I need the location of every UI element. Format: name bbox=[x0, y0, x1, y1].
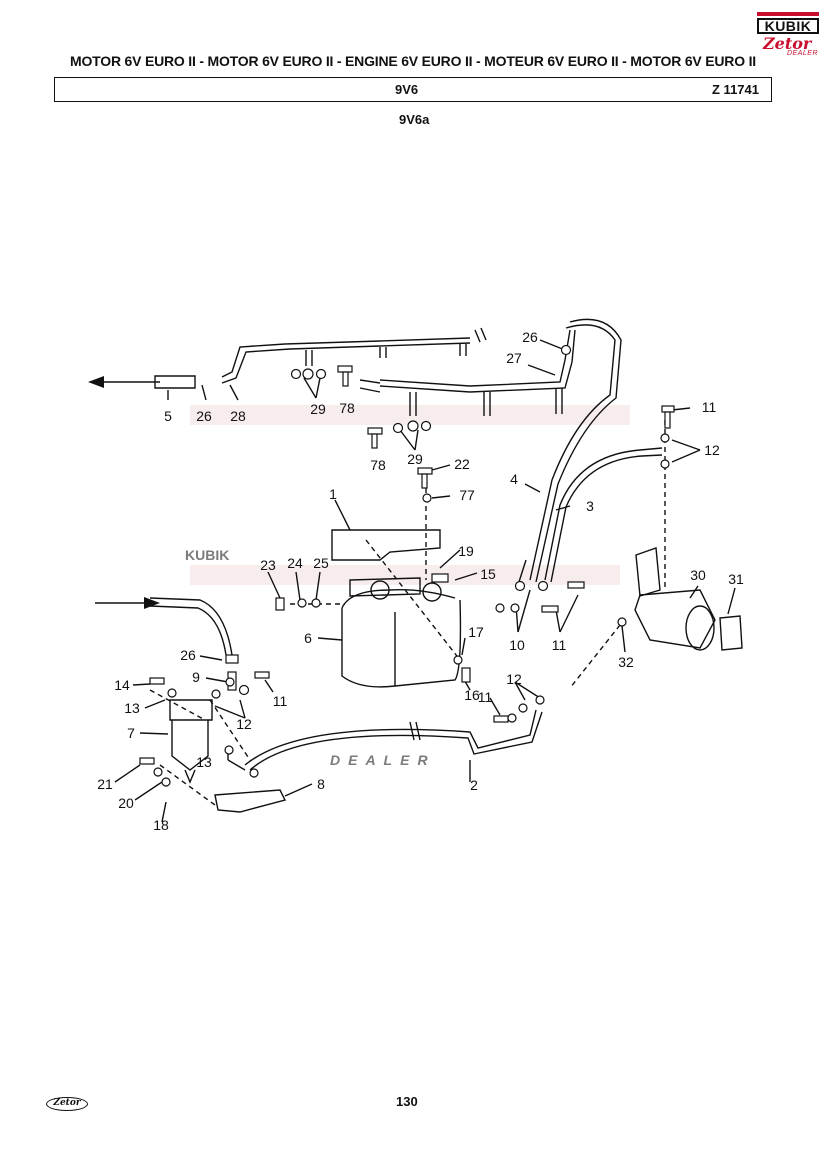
callout: 4 bbox=[510, 471, 518, 487]
callout: 77 bbox=[459, 487, 475, 503]
callout: 21 bbox=[97, 776, 113, 792]
callout: 11 bbox=[273, 693, 288, 709]
header-box bbox=[54, 77, 772, 102]
callout: 16 bbox=[464, 687, 480, 703]
callout: 30 bbox=[690, 567, 706, 583]
callout: 11 bbox=[552, 637, 567, 653]
callout: 29 bbox=[407, 451, 423, 467]
callout: 29 bbox=[310, 401, 326, 417]
callout: 7 bbox=[127, 725, 135, 741]
callout: 12 bbox=[704, 442, 720, 458]
variant-label: 9V6a bbox=[399, 112, 430, 127]
callout: 31 bbox=[728, 571, 744, 587]
callout: 20 bbox=[118, 795, 134, 811]
callout: 15 bbox=[480, 566, 496, 582]
drawing-number: Z 11741 bbox=[712, 82, 759, 97]
callout: 25 bbox=[313, 555, 329, 571]
footer-logo: Zetor bbox=[46, 1097, 88, 1111]
callout: 17 bbox=[468, 624, 484, 640]
callout: 22 bbox=[454, 456, 470, 472]
section-code: 9V6 bbox=[395, 82, 419, 97]
callout: 12 bbox=[236, 716, 252, 732]
logo-bar bbox=[757, 12, 819, 16]
callout: 3 bbox=[586, 498, 594, 514]
callout: 19 bbox=[458, 543, 474, 559]
callout: 9 bbox=[192, 669, 200, 685]
callout: 26 bbox=[196, 408, 212, 424]
callout-labels: 5 26 28 29 78 26 27 11 12 78 29 22 77 4 … bbox=[97, 329, 744, 833]
callout: 5 bbox=[164, 408, 172, 424]
callout: 10 bbox=[509, 637, 525, 653]
callout: 24 bbox=[287, 555, 303, 571]
callout: 26 bbox=[522, 329, 538, 345]
logo-brand: Zetor bbox=[763, 34, 812, 53]
callout: 11 bbox=[702, 399, 717, 415]
callout: 78 bbox=[370, 457, 386, 473]
dealer-logo: KUBIK Zetor DEALER bbox=[757, 12, 819, 60]
fittings bbox=[139, 344, 675, 787]
callout: 2 bbox=[470, 777, 478, 793]
callout: 23 bbox=[260, 557, 276, 573]
logo-top-text: KUBIK bbox=[757, 18, 819, 34]
callout: 12 bbox=[506, 671, 522, 687]
callout: 13 bbox=[196, 754, 212, 770]
page-number: 130 bbox=[396, 1094, 418, 1109]
callout: 13 bbox=[124, 700, 140, 716]
flow-arrows bbox=[88, 376, 160, 609]
callout: 78 bbox=[339, 400, 355, 416]
callout: 26 bbox=[180, 647, 196, 663]
callout: 14 bbox=[114, 677, 130, 693]
callout: 1 bbox=[329, 486, 337, 502]
callout: 8 bbox=[317, 776, 325, 792]
watermark-line2: DEALER bbox=[330, 752, 436, 768]
page-header-title: MOTOR 6V EURO II - MOTOR 6V EURO II - EN… bbox=[70, 53, 756, 69]
inlet-arrow-head bbox=[144, 597, 160, 609]
callout: 18 bbox=[153, 817, 169, 833]
callout: 27 bbox=[506, 350, 522, 366]
logo-sub: DEALER bbox=[787, 50, 819, 57]
callout: 28 bbox=[230, 408, 246, 424]
callout: 11 bbox=[478, 689, 493, 705]
callout: 6 bbox=[304, 630, 312, 646]
callout: 32 bbox=[618, 654, 634, 670]
watermark-line1: KUBIK bbox=[185, 547, 229, 563]
return-arrow-head bbox=[88, 376, 104, 388]
